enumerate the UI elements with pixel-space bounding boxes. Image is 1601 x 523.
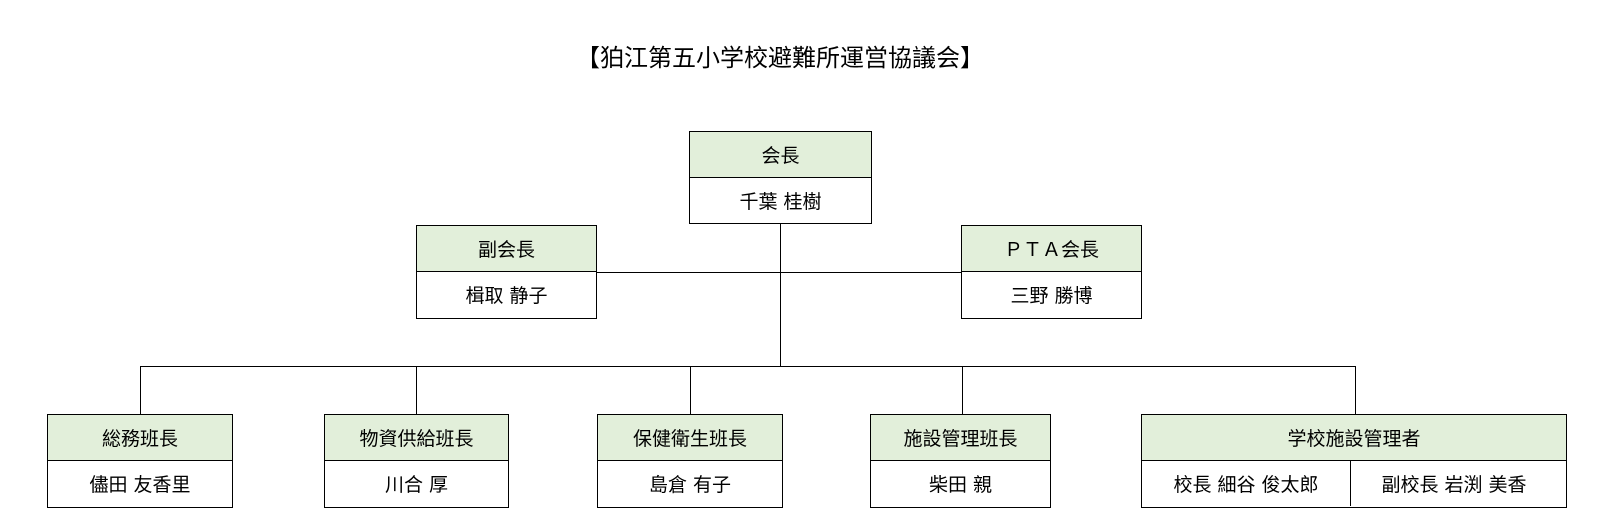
node-pta-chair-role: ＰＴＡ会長 (962, 226, 1141, 272)
node-vice-chair-role: 副会長 (417, 226, 596, 272)
node-supplies-role: 物資供給班長 (325, 415, 508, 461)
node-chair-name: 千葉 桂樹 (739, 191, 822, 213)
node-health-role: 保健衛生班長 (598, 415, 782, 461)
node-facility-name: 柴田 親 (928, 474, 993, 496)
node-general-affairs: 総務班長 儘田 友香里 (47, 414, 233, 508)
node-health-name: 島倉 有子 (648, 474, 732, 496)
node-school-facility-manager: 学校施設管理者 校長 細谷 俊太郎 副校長 岩渕 美香 (1141, 414, 1567, 508)
node-general-affairs-role: 総務班長 (48, 415, 232, 461)
node-school-facility-manager-role: 学校施設管理者 (1142, 415, 1566, 461)
node-supplies-name: 川合 厚 (384, 474, 449, 496)
node-general-affairs-name: 儘田 友香里 (89, 474, 191, 496)
node-facility-role: 施設管理班長 (871, 415, 1050, 461)
node-principal-name: 校長 細谷 俊太郎 (1142, 461, 1351, 506)
node-health: 保健衛生班長 島倉 有子 (597, 414, 783, 508)
chart-title: 【狛江第五小学校避難所運営協議会】 (576, 44, 984, 72)
node-chair: 会長 千葉 桂樹 (689, 131, 872, 224)
node-vice-principal-name: 副校長 岩渕 美香 (1381, 474, 1527, 496)
node-vice-chair: 副会長 楫取 静子 (416, 225, 597, 319)
node-supplies: 物資供給班長 川合 厚 (324, 414, 509, 508)
node-chair-role: 会長 (690, 132, 871, 178)
node-facility: 施設管理班長 柴田 親 (870, 414, 1051, 508)
node-pta-chair: ＰＴＡ会長 三野 勝博 (961, 225, 1142, 319)
node-pta-chair-name: 三野 勝博 (1010, 285, 1093, 307)
node-vice-chair-name: 楫取 静子 (465, 285, 548, 307)
